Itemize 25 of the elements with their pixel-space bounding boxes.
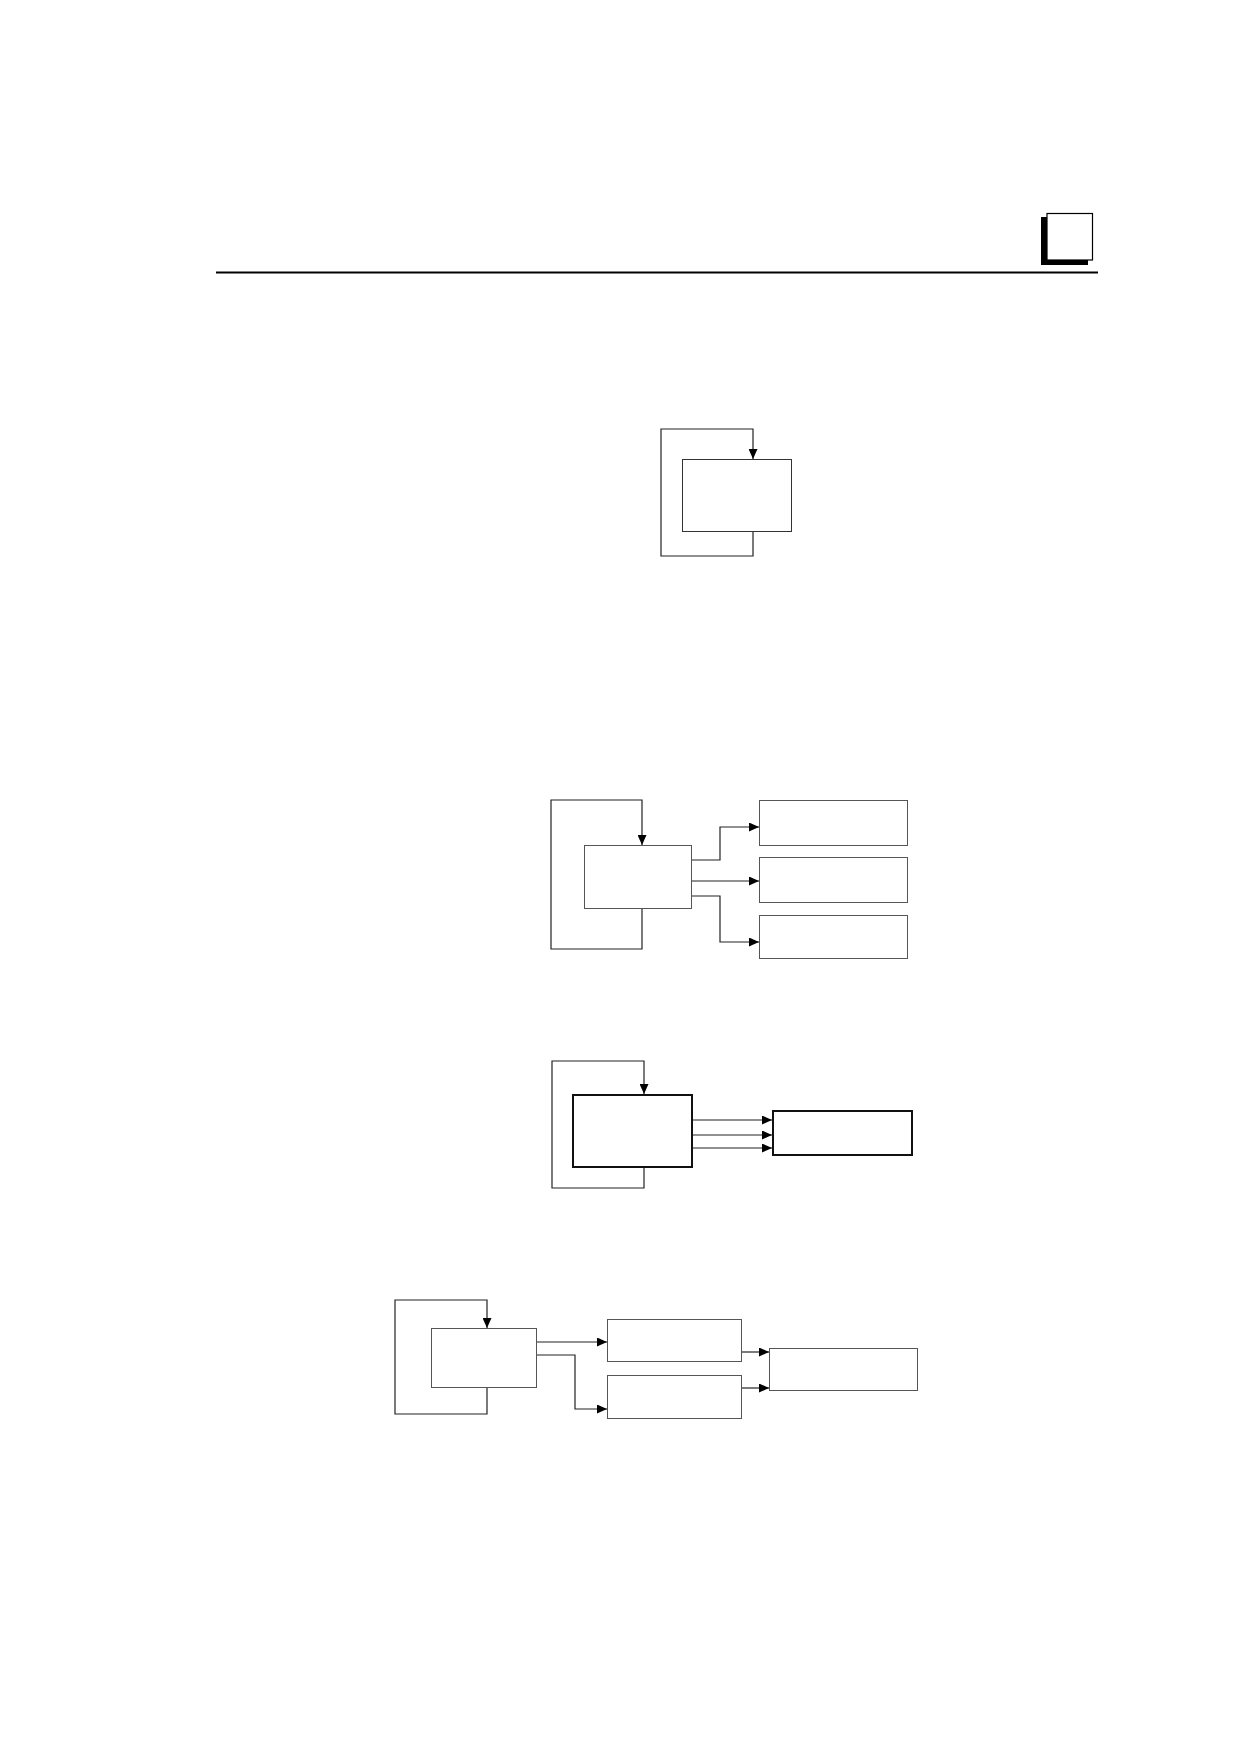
process-box bbox=[607, 1319, 742, 1362]
arrow bbox=[692, 1130, 773, 1140]
arrow bbox=[536, 1337, 608, 1347]
arrow bbox=[741, 1383, 770, 1393]
arrow bbox=[691, 895, 760, 947]
process-box bbox=[431, 1328, 537, 1388]
arrow bbox=[536, 1354, 608, 1414]
process-box bbox=[769, 1348, 918, 1391]
process-box bbox=[607, 1375, 742, 1419]
arrow bbox=[692, 1143, 773, 1153]
arrow bbox=[394, 1299, 492, 1415]
arrow bbox=[551, 1060, 649, 1189]
process-box bbox=[584, 845, 692, 909]
process-box bbox=[759, 800, 908, 846]
process-box bbox=[572, 1094, 693, 1168]
arrow bbox=[550, 799, 647, 950]
arrow bbox=[660, 428, 758, 557]
process-box bbox=[759, 915, 908, 959]
process-box bbox=[682, 459, 792, 532]
arrow bbox=[691, 876, 760, 886]
process-box bbox=[772, 1110, 913, 1156]
arrow bbox=[741, 1347, 770, 1357]
arrow bbox=[692, 1115, 773, 1125]
process-box bbox=[759, 857, 908, 903]
arrow bbox=[691, 822, 760, 861]
